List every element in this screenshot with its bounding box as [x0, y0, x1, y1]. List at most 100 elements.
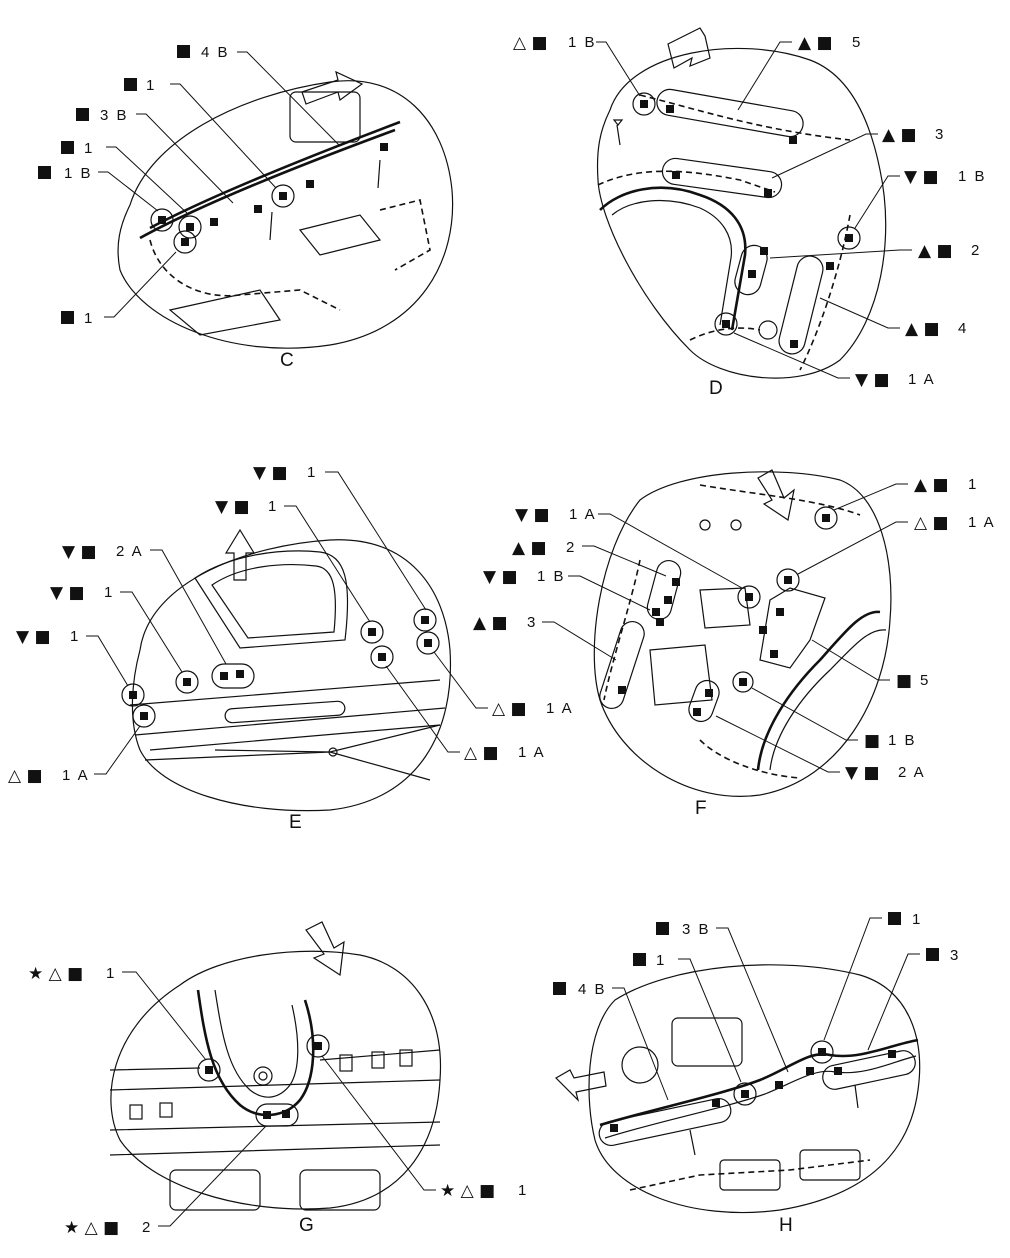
- callout-d-5: ▲ ■ 5: [737, 33, 862, 111]
- callout-symbols: △ ■: [914, 513, 949, 533]
- callout-f-2: ▲ ■ 2: [512, 538, 667, 577]
- callout-e-1a-left: △ ■ 1 A: [8, 725, 141, 786]
- callout-c-4b: 4 B: [177, 44, 341, 147]
- callout-symbols: ▼ ■: [50, 583, 85, 603]
- view-c: 4 B 1 3 B 1 1 B 1 C: [38, 44, 454, 371]
- callout-d-1a: ▼ ■ 1 A: [733, 332, 936, 390]
- callout-h-3: 3: [867, 947, 960, 1051]
- view-caption-e: E: [289, 812, 302, 833]
- callout-text: 1 A: [569, 506, 597, 523]
- callout-text: 1 B: [537, 568, 566, 585]
- callout-text: 4 B: [201, 44, 230, 61]
- callout-symbols: ▼ ■: [16, 627, 51, 647]
- callout-d-2: ▲ ■ 2: [769, 241, 981, 261]
- callout-c-1b: 1 B: [38, 165, 159, 212]
- callout-text: 1 A: [62, 767, 90, 784]
- callout-text: 1: [106, 965, 116, 982]
- callout-symbols: △ ■: [492, 699, 527, 719]
- callout-text: 1 A: [968, 514, 996, 531]
- callout-symbols: ★ △ ■: [28, 964, 83, 984]
- callout-symbols: △ ■: [513, 33, 548, 53]
- callout-symbols: ■: [896, 671, 912, 691]
- callout-symbols: ★ △ ■: [64, 1218, 119, 1238]
- callout-g-1-right: ★ △ ■ 1: [321, 1055, 528, 1201]
- callout-text: 5: [852, 34, 862, 51]
- callout-d-3: ▲ ■ 3: [771, 125, 945, 179]
- callout-h-1-top: 1: [823, 911, 922, 1041]
- callout-text: 3: [527, 614, 537, 631]
- callout-text: 1: [912, 911, 922, 928]
- callout-symbols: ▲ ■: [473, 613, 508, 633]
- callout-f-1-top: ▲ ■ 1: [833, 475, 976, 511]
- view-h: 1 3 B 3 1 4 B H: [553, 911, 960, 1236]
- callout-c-1-top: 1: [124, 77, 277, 189]
- view-g: ★ △ ■ 1 ★ △ ■ 1 ★ △ ■ 2 G: [28, 921, 528, 1238]
- callout-e-1a-right-top: △ ■ 1 A: [433, 651, 574, 719]
- view-e: ▼ ■ 1 ▼ ■ 1 ▼ ■ 2 A ▼ ■ 1 ▼ ■ 1 △ ■ 1 A: [8, 463, 574, 833]
- callout-text: 1: [84, 140, 94, 157]
- callout-text: 1: [268, 498, 278, 515]
- callout-text: 2: [971, 242, 981, 259]
- callout-f-5: ■ 5: [811, 639, 930, 691]
- view-caption-g: G: [299, 1215, 314, 1236]
- view-d: △ ■ 1 B ▲ ■ 5 ▲ ■ 3 ▼ ■ 1 B ▲ ■ 2 ▲ ■ 4: [513, 27, 987, 399]
- callout-symbols: ▲ ■: [918, 241, 953, 261]
- callout-f-1a-left: ▼ ■ 1 A: [515, 505, 743, 589]
- callout-symbols: ▼ ■: [215, 497, 250, 517]
- view-caption-c: C: [280, 350, 294, 371]
- callout-text: 4 B: [578, 981, 607, 998]
- callout-f-1a-right: △ ■ 1 A: [797, 513, 996, 575]
- view-caption-f: F: [695, 798, 707, 819]
- callout-text: 1 A: [546, 700, 574, 717]
- callout-text: 2: [566, 539, 576, 556]
- callout-symbols: ■: [864, 731, 880, 751]
- callout-e-1-second: ▼ ■ 1: [215, 497, 371, 623]
- callout-symbols: ▲ ■: [914, 475, 949, 495]
- view-caption-d: D: [709, 378, 723, 399]
- callout-symbols: ▼ ■: [253, 463, 288, 483]
- callout-f-2a: ▼ ■ 2 A: [715, 715, 926, 783]
- callout-d-4: ▲ ■ 4: [819, 297, 966, 339]
- callout-c-1-mid: 1: [61, 140, 189, 215]
- callout-symbols: ▲ ■: [882, 125, 917, 145]
- callout-symbols: ▼ ■: [845, 763, 880, 783]
- callout-symbols: △ ■: [8, 766, 43, 786]
- callout-f-1b-right: ■ 1 B: [751, 687, 917, 751]
- callout-text: 1: [70, 628, 80, 645]
- callout-text: 1 B: [888, 732, 917, 749]
- callout-symbols: △ ■: [464, 743, 499, 763]
- callout-text: 1 B: [568, 34, 597, 51]
- callout-text: 1: [104, 584, 114, 601]
- callout-d-1b-top: △ ■ 1 B: [513, 33, 641, 97]
- callout-symbols: ▼ ■: [904, 167, 939, 187]
- view-f: ▲ ■ 1 ▼ ■ 1 A △ ■ 1 A ▲ ■ 2 ▼ ■ 1 B ▲ ■ …: [473, 469, 996, 819]
- callout-text: 1 A: [908, 371, 936, 388]
- callout-text: 3: [950, 947, 960, 964]
- callout-text: 5: [920, 672, 930, 689]
- callout-text: 3 B: [100, 107, 129, 124]
- callout-symbols: ▼ ■: [62, 542, 97, 562]
- callout-symbols: ▼ ■: [483, 567, 518, 587]
- callout-g-2: ★ △ ■ 2: [64, 1125, 267, 1238]
- callout-text: 1: [84, 310, 94, 327]
- callout-e-1-mid: ▼ ■ 1: [50, 583, 183, 673]
- callout-text: 2: [142, 1219, 152, 1236]
- callout-symbols: ▼ ■: [855, 370, 890, 390]
- callout-symbols: ▼ ■: [515, 505, 550, 525]
- callout-text: 3 B: [682, 921, 711, 938]
- callout-text: 1: [146, 77, 156, 94]
- callout-h-3b: 3 B: [656, 921, 789, 1073]
- callout-text: 1: [518, 1182, 528, 1199]
- callout-e-1-left: ▼ ■ 1: [16, 627, 129, 687]
- callout-text: 3: [935, 126, 945, 143]
- callout-symbols: ▲ ■: [798, 33, 833, 53]
- callout-e-2a: ▼ ■ 2 A: [62, 542, 227, 665]
- callout-symbols: ▲ ■: [905, 319, 940, 339]
- callout-f-1b-left: ▼ ■ 1 B: [483, 567, 651, 611]
- callout-text: 1: [307, 464, 317, 481]
- callout-text: 2 A: [898, 764, 926, 781]
- callout-c-3b: 3 B: [76, 107, 234, 204]
- callout-text: 1 B: [958, 168, 987, 185]
- callout-e-1a-right-bottom: △ ■ 1 A: [385, 665, 544, 763]
- callout-text: 1: [656, 952, 666, 969]
